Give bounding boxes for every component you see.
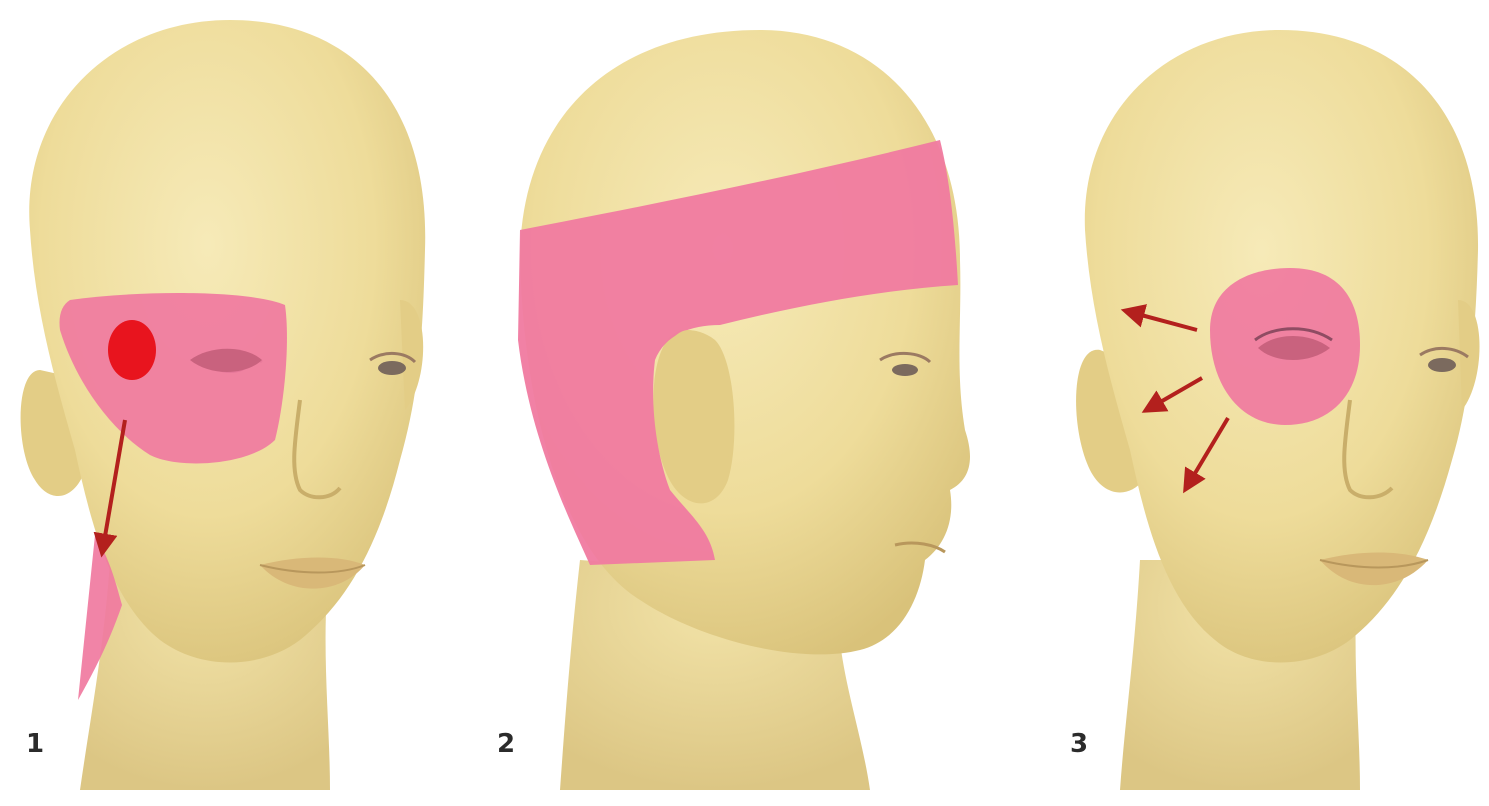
- panel-3: 3: [1070, 30, 1480, 790]
- panel-number-2: 2: [497, 729, 515, 759]
- panel-number-3: 3: [1070, 729, 1088, 759]
- lesion-spot: [108, 320, 156, 380]
- panel-1: 1: [21, 20, 426, 790]
- panel-2: 2: [497, 30, 970, 790]
- panel-number-1: 1: [26, 729, 44, 759]
